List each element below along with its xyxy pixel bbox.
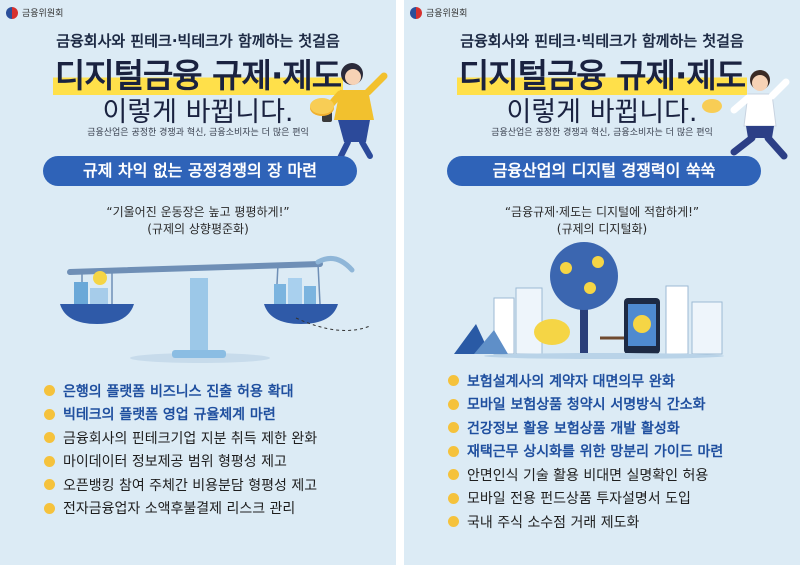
list-item: 건강정보 활용 보험상품 개발 활성화 [448, 416, 723, 440]
tagline: 금융회사와 핀테크·빅테크가 함께하는 첫걸음 [56, 32, 340, 50]
left-item-list: 은행의 플랫폼 비즈니스 진출 허용 확대 빅테크의 플랫폼 영업 규율체계 마… [44, 379, 317, 520]
list-item: 보험설계사의 계약자 대면의무 완화 [448, 369, 723, 393]
government-emblem-icon [6, 6, 18, 19]
list-item: 전자금융업자 소액후불결제 리스크 관리 [44, 497, 317, 521]
sub-title: 이렇게 바뀝니다. [102, 97, 294, 128]
bullet-icon [448, 445, 459, 457]
list-item-text: 금융회사의 핀테크기업 지분 취득 제한 완화 [63, 430, 318, 447]
list-item: 재택근무 상시화를 위한 망분리 가이드 마련 [448, 440, 723, 464]
left-panel: 금융위원회 금융회사와 핀테크·빅테크가 함께하는 첫걸음 디지털금융 규제·제… [0, 0, 396, 565]
list-item-text: 건강정보 활용 보험상품 개발 활성화 [467, 420, 680, 437]
list-item: 모바일 전용 펀드상품 투자설명서 도입 [448, 487, 723, 511]
quote-line-1: “기울어진 운동장은 높고 평평하게!” [106, 205, 290, 219]
right-panel: 금융위원회 금융회사와 핀테크·빅테크가 함께하는 첫걸음 디지털금융 규제·제… [404, 0, 800, 565]
right-item-list: 보험설계사의 계약자 대면의무 완화 모바일 보험상품 청약시 서명방식 간소화… [448, 369, 723, 534]
bullet-icon [44, 432, 55, 444]
bullet-icon [448, 516, 459, 528]
bullet-icon [44, 408, 55, 420]
bullet-icon [448, 398, 459, 410]
list-item: 마이데이터 정보제공 범위 형평성 제고 [44, 450, 317, 474]
balance-scale-illustration [60, 255, 371, 363]
list-item: 금융회사의 핀테크기업 지분 취득 제한 완화 [44, 426, 317, 450]
logo-text: 금융위원회 [22, 9, 64, 19]
bullet-icon [44, 479, 55, 491]
bullet-icon [44, 455, 55, 467]
list-item-text: 마이데이터 정보제공 범위 형평성 제고 [63, 454, 287, 471]
list-item: 빅테크의 플랫폼 영업 규율체계 마련 [44, 403, 317, 427]
fsc-logo: 금융위원회 [410, 6, 467, 19]
man-character-icon [730, 70, 790, 160]
quote: “금융규제·제도는 디지털에 적합하게!” (규제의 디지털화) [404, 204, 800, 238]
woman-character-icon [322, 63, 388, 161]
coin-icon [310, 98, 334, 116]
quote: “기울어진 운동장은 높고 평평하게!” (규제의 상향평준화) [0, 204, 396, 238]
bullet-icon [448, 492, 459, 504]
list-item: 안면인식 기술 활용 비대면 실명확인 허용 [448, 463, 723, 487]
tagline: 금융회사와 핀테크·빅테크가 함께하는 첫걸음 [460, 32, 744, 50]
quote-line-1: “금융규제·제도는 디지털에 적합하게!” [504, 205, 700, 219]
coin-icon [702, 99, 722, 113]
logo-text: 금융위원회 [426, 9, 468, 19]
sub-title: 이렇게 바뀝니다. [506, 97, 698, 128]
bullet-icon [44, 385, 55, 397]
small-caption: 금융산업은 공정한 경쟁과 혁신, 금융소비자는 더 많은 편익 [491, 128, 713, 138]
quote-line-2: (규제의 디지털화) [556, 222, 648, 236]
list-item: 국내 주식 소수점 거래 제도화 [448, 510, 723, 534]
list-item-text: 모바일 전용 펀드상품 투자설명서 도입 [467, 491, 691, 508]
bullet-icon [448, 422, 459, 434]
main-title: 디지털금융 규제·제도 [0, 49, 396, 97]
list-item-text: 국내 주식 소수점 거래 제도화 [467, 514, 640, 531]
title-text: 디지털금융 규제·제도 [52, 56, 344, 95]
list-item-text: 은행의 플랫폼 비즈니스 진출 허용 확대 [63, 383, 294, 400]
digital-finance-illustration [454, 242, 724, 359]
list-item-text: 안면인식 기술 활용 비대면 실명확인 허용 [467, 467, 709, 484]
fsc-logo: 금융위원회 [6, 6, 63, 19]
bullet-icon [44, 502, 55, 514]
main-title: 디지털금융 규제·제도 [404, 49, 800, 97]
list-item-text: 재택근무 상시화를 위한 망분리 가이드 마련 [467, 444, 724, 461]
list-item-text: 전자금융업자 소액후불결제 리스크 관리 [63, 501, 296, 518]
list-item: 오픈뱅킹 참여 주체간 비용분담 형평성 제고 [44, 473, 317, 497]
government-emblem-icon [410, 6, 422, 19]
section-pill: 규제 차익 없는 공정경쟁의 장 마련 [43, 156, 357, 186]
section-pill: 금융산업의 디지털 경쟁력이 쑥쑥 [447, 156, 761, 186]
small-caption: 금융산업은 공정한 경쟁과 혁신, 금융소비자는 더 많은 편익 [87, 128, 309, 138]
title-text: 디지털금융 규제·제도 [456, 56, 748, 95]
list-item-text: 모바일 보험상품 청약시 서명방식 간소화 [467, 397, 706, 414]
list-item: 모바일 보험상품 청약시 서명방식 간소화 [448, 393, 723, 417]
bullet-icon [448, 469, 459, 481]
list-item-text: 오픈뱅킹 참여 주체간 비용분담 형평성 제고 [63, 477, 318, 494]
list-item: 은행의 플랫폼 비즈니스 진출 허용 확대 [44, 379, 317, 403]
bullet-icon [448, 375, 459, 387]
list-item-text: 빅테크의 플랫폼 영업 규율체계 마련 [63, 407, 276, 424]
list-item-text: 보험설계사의 계약자 대면의무 완화 [467, 373, 675, 390]
quote-line-2: (규제의 상향평준화) [147, 222, 249, 236]
